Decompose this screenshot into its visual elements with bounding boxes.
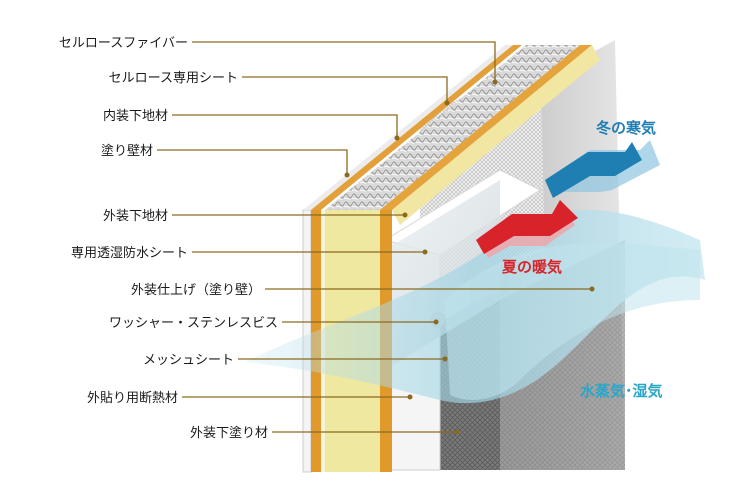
- winter-callout: 冬の寒気: [596, 119, 656, 137]
- label-exterior-finish: 外装仕上げ（塗り壁）: [131, 282, 261, 298]
- vapor-flow-back: [445, 242, 700, 400]
- label-washer-screw: ワッシャー・ステンレスビス: [109, 316, 278, 331]
- vapor-callout: 水蒸気･湿気: [580, 382, 663, 400]
- label-moisture-sheet: 専用透湿防水シート: [71, 245, 188, 261]
- label-exterior-insulation: 外貼り用断熱材: [87, 391, 178, 406]
- component-labels: セルロースファイバー セルロース専用シート 内装下地材 塗り壁材 外装下地材 専…: [59, 36, 278, 441]
- summer-callout: 夏の暖気: [501, 258, 562, 276]
- label-cellulose-sheet: セルロース専用シート: [109, 71, 238, 86]
- winter-cold-arrow: [545, 140, 660, 198]
- label-exterior-board: 外装下地材: [103, 209, 168, 224]
- label-plaster-wall: 塗り壁材: [101, 143, 153, 159]
- label-base-coat: 外装下塗り材: [190, 425, 268, 441]
- summer-warm-arrow: [476, 200, 578, 258]
- label-mesh-sheet: メッシュシート: [143, 353, 234, 368]
- leader-lines: [157, 41, 595, 435]
- label-interior-board: 内装下地材: [103, 108, 168, 124]
- label-cellulose-fiber: セルロースファイバー: [59, 36, 188, 51]
